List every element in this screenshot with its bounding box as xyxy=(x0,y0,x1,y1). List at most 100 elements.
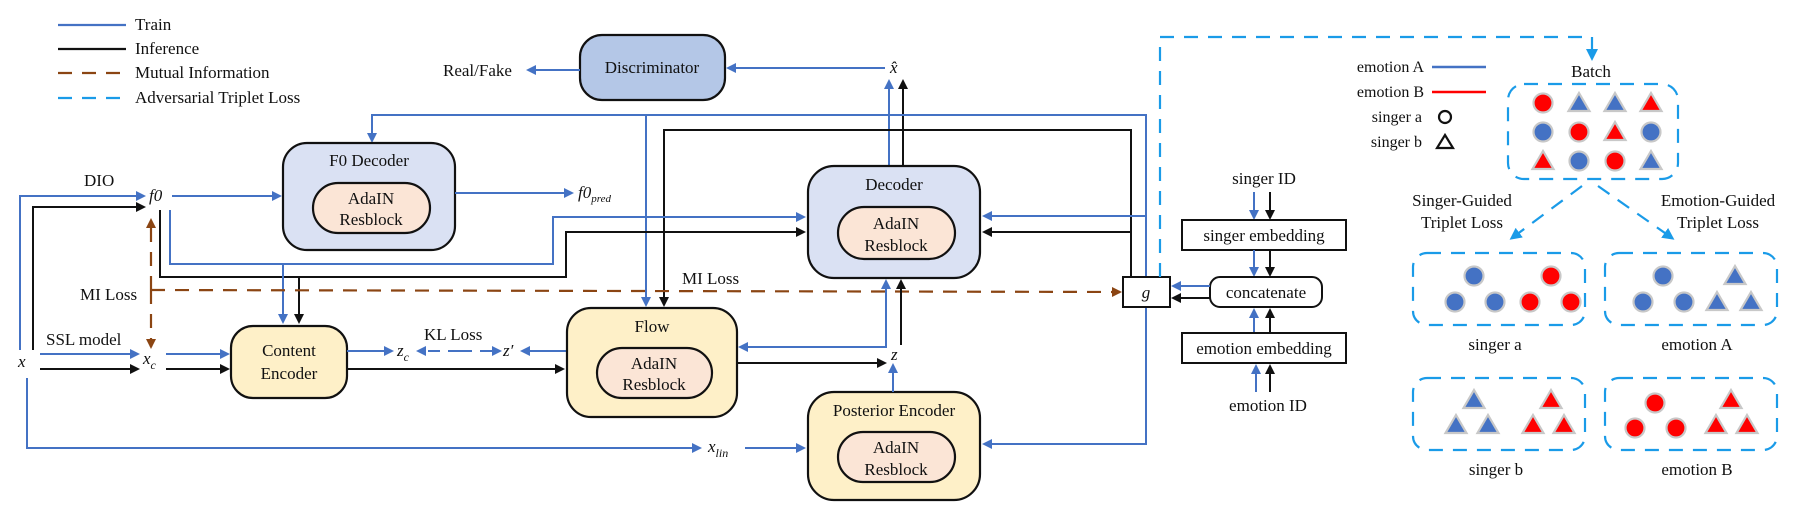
f0-decoder-resblock xyxy=(311,181,432,235)
triangle-emotion-A-marker xyxy=(1738,289,1764,312)
triangle-emotion-B-marker xyxy=(1551,412,1577,435)
f0-label: f0 xyxy=(149,186,163,205)
f0-decoder-resblock-l2: Resblock xyxy=(339,210,403,229)
f0-to-decoder-infer xyxy=(159,210,806,278)
batch-triangle-A xyxy=(1602,90,1628,113)
g-to-f0decoder-train xyxy=(367,114,1147,277)
ssl-model-label: SSL model xyxy=(46,330,122,349)
z-prime-label: z′ xyxy=(502,341,514,360)
decoder-resblock-l1: AdaIN xyxy=(873,214,919,233)
circle-emotion-A-marker xyxy=(1484,291,1506,313)
content-encoder-l2: Encoder xyxy=(261,364,318,383)
z-label: z xyxy=(890,345,898,364)
batch-circle-A xyxy=(1568,150,1590,172)
group-label-singer-b: singer b xyxy=(1469,460,1523,479)
g-to-posterior-train xyxy=(982,307,1147,449)
emotion-embedding-label: emotion embedding xyxy=(1196,339,1332,358)
mi-loss-horizontal xyxy=(150,286,1122,297)
emotion-id-label: emotion ID xyxy=(1229,396,1307,415)
batch-circle-A xyxy=(1532,121,1554,143)
emotion-guided-l2: Triplet Loss xyxy=(1677,213,1759,232)
x-to-xlin-train xyxy=(26,378,702,453)
group-box-singer-b xyxy=(1411,376,1587,452)
batch-grid xyxy=(1530,90,1664,172)
triangle-emotion-B-marker xyxy=(1538,387,1564,410)
circle-emotion-B-marker xyxy=(1519,291,1541,313)
circle-symbol-icon xyxy=(1437,109,1453,125)
kl-loss-label: KL Loss xyxy=(424,325,482,344)
circle-emotion-A-marker xyxy=(1632,291,1654,313)
singer-guided-l1: Singer-Guided xyxy=(1412,191,1512,210)
discriminator-label: Discriminator xyxy=(605,58,700,77)
legend-emotion-a: emotion A xyxy=(1357,59,1425,76)
posterior-resblock xyxy=(836,430,957,484)
group-box-emotion-a xyxy=(1603,251,1779,327)
f0-pred-label: f0pred xyxy=(578,183,611,205)
batch-triangle-B xyxy=(1638,90,1664,113)
posterior-encoder-label: Posterior Encoder xyxy=(833,401,956,420)
f0-decoder-resblock-l1: AdaIN xyxy=(348,189,394,208)
triangle-symbol-icon xyxy=(1435,132,1455,150)
circle-emotion-B-marker xyxy=(1560,291,1582,313)
content-encoder-l1: Content xyxy=(262,341,316,360)
legend-singer-b: singer b xyxy=(1371,134,1422,151)
g-label: g xyxy=(1142,283,1151,302)
g-box xyxy=(1122,276,1171,308)
circle-emotion-A-marker xyxy=(1463,265,1485,287)
group-box-emotion-b xyxy=(1603,376,1779,452)
arrow-batch-emotion-guided xyxy=(1597,185,1675,240)
batch-circle-A xyxy=(1640,121,1662,143)
posterior-resblock-l2: Resblock xyxy=(864,460,928,479)
batch-triangle-A xyxy=(1638,148,1664,171)
circle-emotion-B-marker xyxy=(1624,417,1646,439)
group-label-emotion-b: emotion B xyxy=(1661,460,1732,479)
group-symbols xyxy=(1443,263,1764,439)
dio-label: DIO xyxy=(84,171,114,190)
singer-embedding-box xyxy=(1181,219,1347,251)
x-hat-label: x̂ xyxy=(889,58,898,77)
mi-loss-left-label: MI Loss xyxy=(80,285,137,304)
triplet-legend: emotion A emotion B singer a singer b xyxy=(1357,59,1486,151)
x-label: x xyxy=(17,352,26,371)
decoder-resblock xyxy=(836,205,957,261)
f0-decoder-label: F0 Decoder xyxy=(329,151,409,170)
circle-emotion-A-marker xyxy=(1673,291,1695,313)
circle-emotion-B-marker xyxy=(1540,265,1562,287)
flow-resblock xyxy=(595,346,714,400)
circle-emotion-B-marker xyxy=(1665,417,1687,439)
discriminator-box xyxy=(578,33,727,102)
z-c-label: zc xyxy=(396,341,410,364)
group-label-emotion-a: emotion A xyxy=(1661,335,1733,354)
batch-circle-B xyxy=(1532,92,1554,114)
triangle-emotion-B-marker xyxy=(1520,412,1546,435)
mi-loss-center-label: MI Loss xyxy=(682,269,739,288)
triangle-emotion-B-marker xyxy=(1718,387,1744,410)
circle-emotion-B-marker xyxy=(1644,392,1666,414)
triangle-emotion-B-marker xyxy=(1734,412,1760,435)
group-box-singer-a xyxy=(1411,251,1587,327)
legend-inference-label: Inference xyxy=(135,39,199,58)
x-to-f0-train xyxy=(19,191,146,350)
singer-embedding-label: singer embedding xyxy=(1203,226,1325,245)
batch-triangle-A xyxy=(1566,90,1592,113)
singer-id-label: singer ID xyxy=(1232,169,1296,188)
z-to-flow-train xyxy=(738,340,887,352)
batch-triangle-B xyxy=(1530,148,1556,171)
arrow-batch-singer-guided xyxy=(1509,185,1583,240)
adversarial-path xyxy=(1158,35,1598,277)
triangle-emotion-A-marker xyxy=(1443,412,1469,435)
circle-emotion-A-marker xyxy=(1444,291,1466,313)
flow-label: Flow xyxy=(635,317,671,336)
triangle-emotion-B-marker xyxy=(1703,412,1729,435)
legend-emotion-b: emotion B xyxy=(1357,84,1424,101)
batch-circle-B xyxy=(1604,150,1626,172)
x-lin-label: xlin xyxy=(707,437,728,460)
batch-label: Batch xyxy=(1571,62,1611,81)
decoder-label: Decoder xyxy=(865,175,923,194)
flow-resblock-l1: AdaIN xyxy=(631,354,677,373)
concatenate-label: concatenate xyxy=(1226,283,1306,302)
emotion-embedding-box xyxy=(1181,332,1347,364)
x-to-f0-infer xyxy=(32,202,146,350)
flow-resblock-l2: Resblock xyxy=(622,375,686,394)
triangle-emotion-A-marker xyxy=(1475,412,1501,435)
